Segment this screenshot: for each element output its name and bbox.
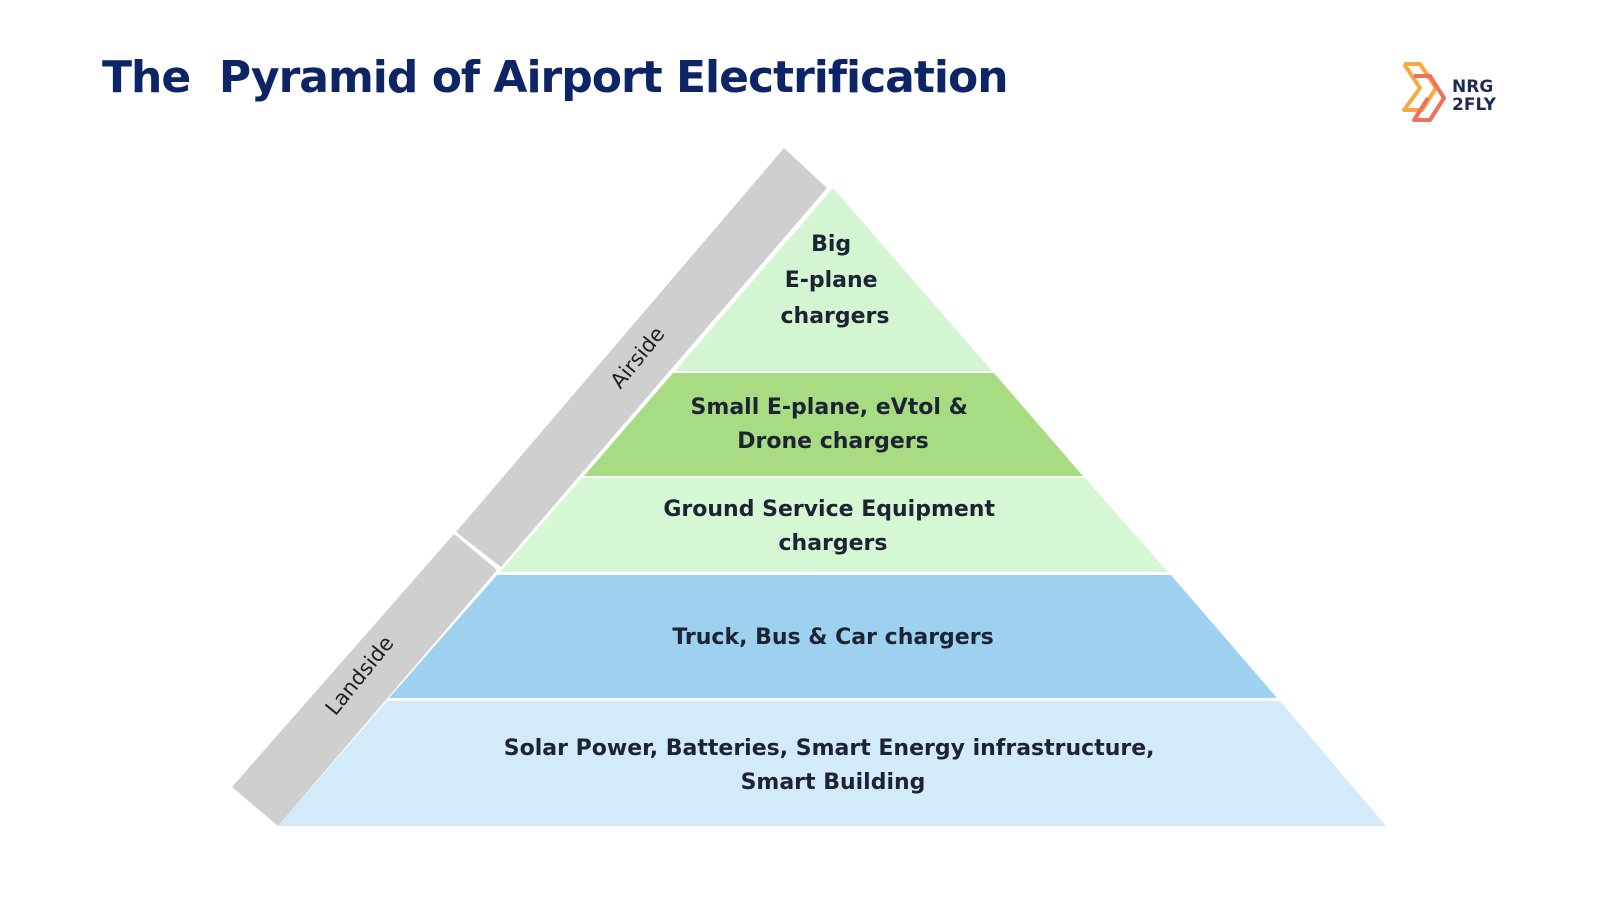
logo-text-line1: NRG (1452, 77, 1494, 97)
page-title: The Pyramid of Airport Electrification (102, 52, 1009, 103)
level-4-label: Truck, Bus & Car chargers (672, 625, 993, 650)
landside-band (232, 534, 497, 826)
level-1-shape (675, 188, 992, 371)
logo-text-line2: 2FLY (1452, 95, 1496, 115)
level-4-shape (389, 575, 1277, 698)
chevron-logo-icon (1402, 62, 1446, 122)
nrg2fly-logo: NRG 2FLY (1400, 62, 1510, 126)
level-1-label: Big E-plane chargers (780, 232, 889, 329)
level-2-label: Small E-plane, eVtol & Drone chargers (691, 395, 976, 454)
level-2-shape (584, 373, 1083, 476)
level-5-shape (278, 701, 1386, 826)
level-3-shape (500, 478, 1168, 572)
level-5-label: Solar Power, Batteries, Smart Energy inf… (504, 736, 1162, 795)
airside-band (456, 148, 827, 567)
level-3-label: Ground Service Equipment chargers (663, 497, 1002, 556)
